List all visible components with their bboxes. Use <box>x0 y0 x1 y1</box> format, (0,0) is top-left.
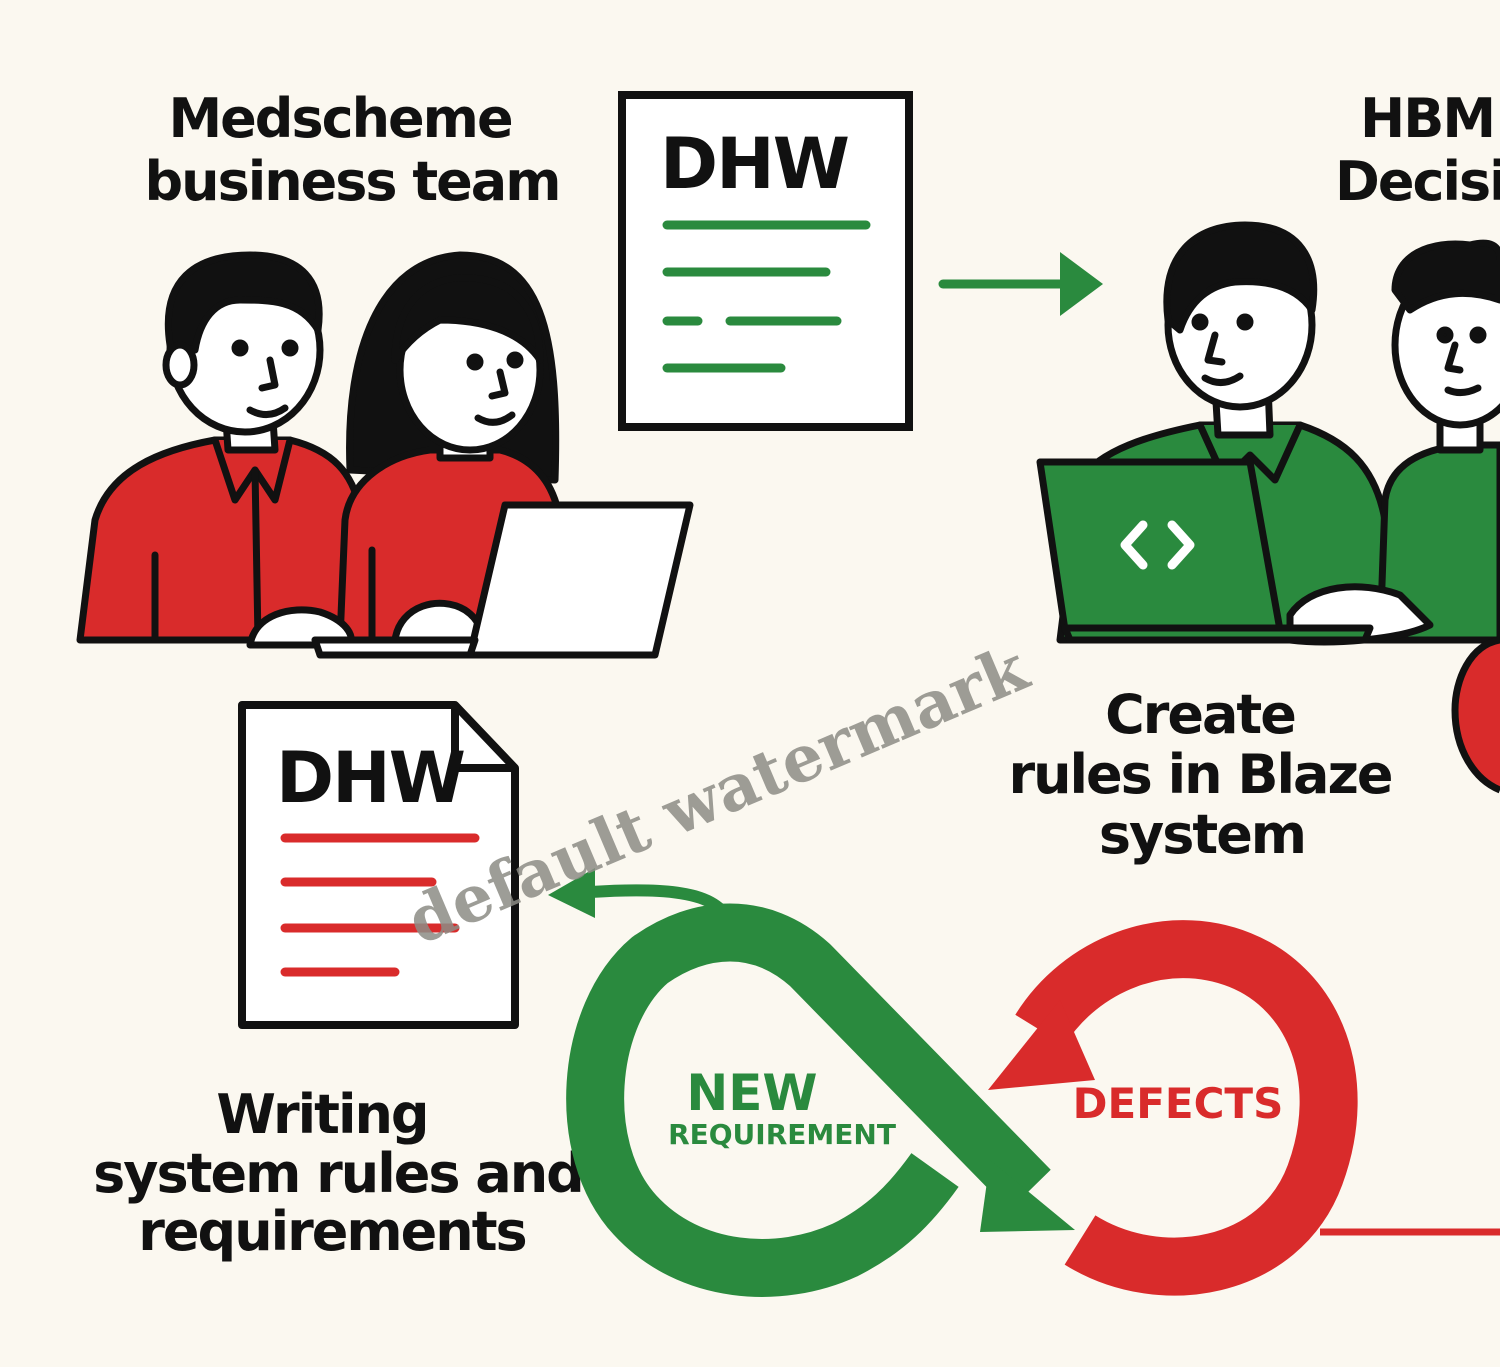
green-loop-arrowhead <box>980 1160 1075 1232</box>
dhw-document-left-title: DHW <box>276 737 465 819</box>
new-requirement-label-line1: NEW <box>686 1064 817 1122</box>
create-rules-label-line2: rules in Blaze <box>1008 743 1391 806</box>
business-team-label-line1: Medscheme <box>168 87 512 150</box>
red-loop-arrowhead <box>988 1000 1095 1090</box>
create-rules-label-line1: Create <box>1105 683 1295 746</box>
hbm-team-illustration <box>1036 221 1500 646</box>
dhw-document-left: DHW <box>238 701 519 1029</box>
create-rules-label-line3: system <box>1099 803 1305 866</box>
writing-label-line1: Writing <box>216 1083 427 1146</box>
business-team-illustration <box>76 251 694 659</box>
code-brackets-icon <box>1120 520 1195 570</box>
green-loop <box>566 903 1051 1297</box>
writing-label-line3: requirements <box>138 1200 525 1263</box>
red-indicator-partial <box>1451 636 1500 794</box>
hbm-label-line2: Decisio <box>1335 150 1500 213</box>
defects-label: DEFECTS <box>1073 1079 1284 1128</box>
business-team-label-line2: business team <box>144 150 559 213</box>
writing-label-line2: system rules and <box>93 1142 583 1205</box>
dhw-document-top-title: DHW <box>660 123 849 205</box>
dhw-document-top: DHW <box>618 91 913 431</box>
return-arrow-head <box>548 868 595 918</box>
handoff-arrow <box>938 252 1103 316</box>
red-loop <box>1015 920 1358 1296</box>
new-requirement-label-line2: REQUIREMENT <box>668 1118 896 1151</box>
hbm-label-line1: HBM <box>1360 87 1494 150</box>
feedback-loop: NEW REQUIREMENT DEFECTS <box>548 868 1500 1297</box>
